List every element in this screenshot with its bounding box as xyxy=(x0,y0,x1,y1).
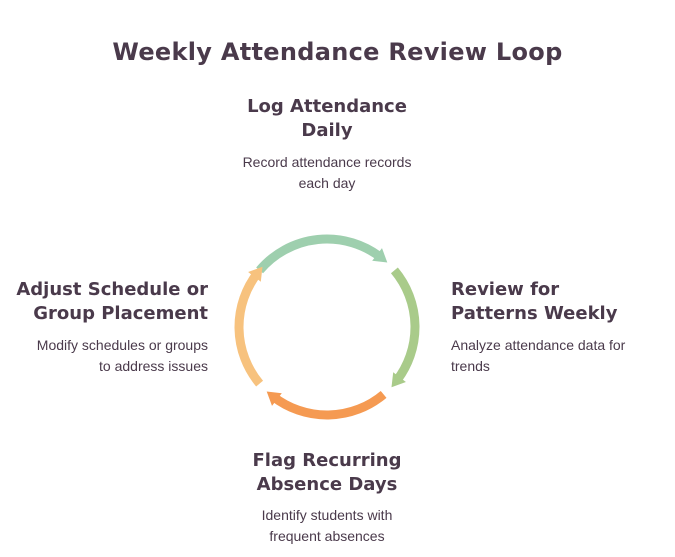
arc-flag-to-adjust xyxy=(270,390,387,420)
arrowhead-flag-to-adjust xyxy=(266,391,282,406)
stage-title-log-attendance: Log Attendance Daily xyxy=(247,96,407,141)
stage-desc-adjust-schedule: Modify schedules or groups to address is… xyxy=(36,337,208,374)
stage-desc-review-patterns: Analyze attendance data for trends xyxy=(451,337,626,374)
arrowhead-adjust-to-log xyxy=(248,266,263,282)
arrowhead-log-to-review xyxy=(372,248,388,263)
stage-desc-log-attendance: Record attendance records each day xyxy=(242,154,412,191)
stage-title-flag-absences: Flag Recurring Absence Days xyxy=(252,450,402,495)
stage-title-adjust-schedule: Adjust Schedule or Group Placement xyxy=(16,279,208,324)
diagram-title: Weekly Attendance Review Loop xyxy=(112,38,563,66)
arc-review-to-flag xyxy=(390,267,420,384)
stage-desc-flag-absences: Identify students with frequent absences xyxy=(261,507,393,544)
arc-log-to-review xyxy=(256,234,384,274)
arrowhead-review-to-flag xyxy=(391,372,406,388)
arc-adjust-to-log xyxy=(234,270,264,387)
stage-title-review-patterns: Review for Patterns Weekly xyxy=(451,279,618,324)
